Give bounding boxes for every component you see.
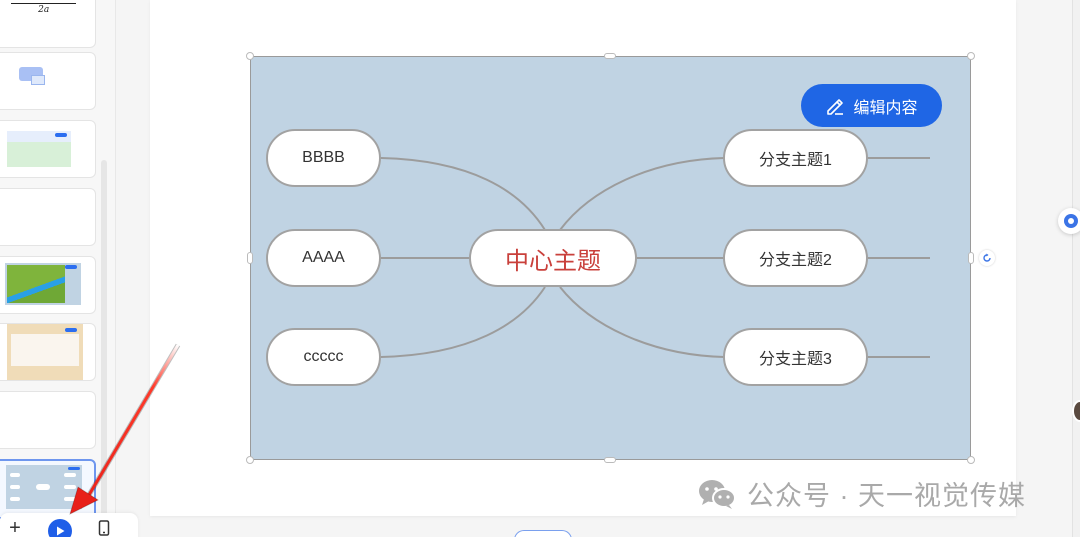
right-node-3[interactable]: 分支主题3 — [723, 328, 868, 386]
formula-denominator: 2a — [38, 5, 50, 15]
formula-preview: −b ± √b²−4ac 2a — [11, 0, 77, 16]
slide-thumbnail-8-active[interactable] — [0, 459, 96, 519]
preview-badge — [65, 265, 77, 269]
pencil-icon — [827, 98, 844, 115]
left-node-3[interactable]: ccccc — [266, 328, 381, 386]
right-node-2[interactable]: 分支主题2 — [723, 229, 868, 287]
node-label: 分支主题3 — [759, 351, 832, 368]
preview-badge — [65, 328, 77, 332]
periodic-table-preview — [7, 131, 71, 167]
shape-preview-2 — [31, 75, 45, 85]
play-icon — [57, 526, 65, 536]
node-label: ccccc — [303, 348, 344, 365]
watermark-text: 公众号 · 天一视觉传媒 — [747, 481, 1026, 511]
slide-thumbnail-5[interactable] — [0, 256, 96, 314]
bottom-toolbar: + — [0, 513, 138, 537]
user-avatar[interactable] — [1072, 400, 1080, 422]
center-node-label: 中心主题 — [505, 247, 601, 275]
floating-assistant-button[interactable] — [1058, 208, 1080, 234]
slide-thumbnail-3[interactable] — [0, 120, 96, 178]
right-panel-edge — [1072, 0, 1080, 537]
resize-handle-right[interactable] — [968, 252, 974, 264]
slide-thumbnail-6[interactable] — [0, 323, 96, 381]
left-node-2[interactable]: AAAA — [266, 229, 381, 287]
resize-handle-bottom-right[interactable] — [967, 456, 975, 464]
slide-thumbnail-7[interactable] — [0, 391, 96, 449]
notes-card-preview — [11, 334, 79, 366]
node-label: 分支主题2 — [759, 252, 832, 269]
center-node[interactable]: 中心主题 — [469, 229, 637, 287]
phone-icon — [98, 520, 110, 536]
play-button[interactable] — [48, 519, 72, 537]
rotate-handle[interactable] — [979, 250, 995, 266]
formula-numerator: −b ± √b²−4ac — [11, 0, 76, 1]
river-preview — [7, 265, 65, 303]
mindmap-preview — [6, 465, 82, 509]
resize-handle-bottom-left[interactable] — [246, 456, 254, 464]
node-label: AAAA — [302, 249, 345, 266]
right-node-1[interactable]: 分支主题1 — [723, 129, 868, 187]
edit-content-button[interactable]: 编辑内容 — [801, 84, 942, 127]
resize-handle-left[interactable] — [247, 252, 253, 264]
edit-content-label: 编辑内容 — [853, 99, 918, 117]
resize-handle-top-left[interactable] — [246, 52, 254, 60]
node-label: 分支主题1 — [759, 152, 832, 169]
resize-handle-bottom[interactable] — [604, 457, 616, 463]
left-node-1[interactable]: BBBB — [266, 129, 381, 187]
device-preview-button[interactable] — [93, 517, 115, 537]
add-slide-button[interactable]: + — [4, 517, 26, 537]
wechat-icon — [699, 479, 736, 509]
plus-icon: + — [9, 517, 21, 537]
slide-thumbnail-panel: −b ± √b²−4ac 2a — [0, 0, 116, 537]
slide-thumbnail-2[interactable] — [0, 52, 96, 110]
preview-badge — [55, 133, 67, 137]
assistant-icon — [1064, 214, 1078, 228]
rotate-icon — [983, 253, 991, 262]
slide-thumbnail-1[interactable]: −b ± √b²−4ac 2a — [0, 0, 96, 48]
slide-thumbnail-4[interactable] — [0, 188, 96, 246]
thumbnail-scrollbar[interactable] — [101, 160, 107, 520]
node-label: BBBB — [302, 149, 345, 166]
resize-handle-top[interactable] — [604, 53, 616, 59]
page-indicator-tab[interactable] — [514, 530, 572, 537]
watermark: 公众号 · 天一视觉传媒 — [697, 474, 1026, 513]
resize-handle-top-right[interactable] — [967, 52, 975, 60]
